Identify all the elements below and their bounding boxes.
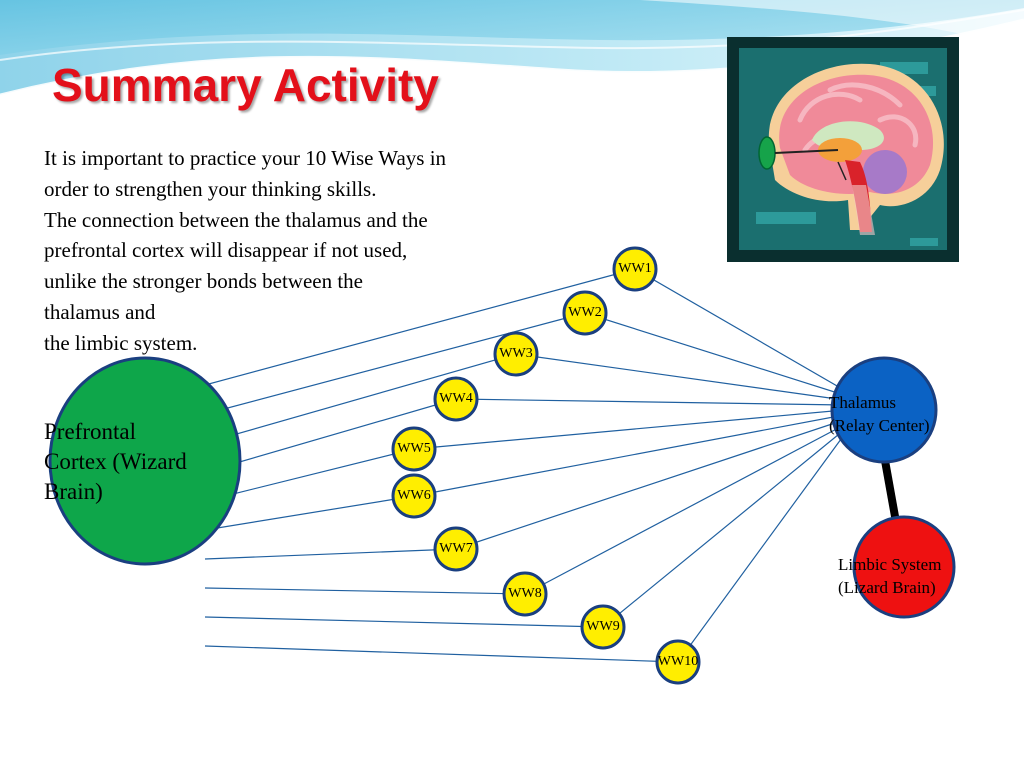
body-line: unlike the stronger bonds between the [44, 269, 363, 294]
connector-pfc-ww [204, 353, 517, 444]
wise-way-label: WW7 [439, 541, 473, 556]
wise-way-node [562, 290, 608, 336]
wise-way-node [655, 639, 701, 685]
prefrontal-cortex-node [48, 356, 242, 566]
wise-way-label: WW10 [657, 654, 699, 669]
connector-ww-thalamus [413, 409, 845, 450]
connector-pfc-ww [204, 587, 526, 595]
thalamus-node [830, 356, 938, 464]
connector-ww-thalamus [524, 424, 845, 595]
prefrontal-cortex-label: Prefrontal Cortex (Wizard Brain) [44, 417, 187, 507]
wise-way-node [433, 526, 479, 572]
connector-ww-thalamus [413, 414, 845, 497]
connector-pfc-ww [204, 616, 604, 628]
connector-pfc-ww [204, 548, 457, 560]
wise-way-label: WW9 [586, 619, 620, 634]
connector-pfc-ww [204, 312, 586, 415]
prefrontal-label-line: Prefrontal [44, 419, 136, 444]
wise-way-label: WW2 [568, 305, 602, 320]
connector-pfc-ww [204, 268, 636, 386]
limbic-label-line: (Lizard Brain) [838, 578, 936, 597]
body-line: the limbic system. [44, 330, 198, 355]
wise-way-node [502, 571, 548, 617]
wise-way-label: WW3 [499, 346, 533, 361]
wise-way-label: WW4 [439, 391, 473, 406]
body-line: thalamus and [44, 299, 156, 324]
wise-way-label: WW5 [397, 441, 431, 456]
connector-ww-thalamus [455, 419, 845, 550]
wise-way-node [493, 331, 539, 377]
connector-ww-thalamus [602, 429, 845, 628]
prefrontal-label-line: Cortex (Wizard [44, 449, 187, 474]
thalamus-label-line: Thalamus [829, 393, 897, 412]
connector-ww-thalamus [515, 353, 845, 401]
limbic-system-node [852, 515, 956, 619]
connector-pfc-ww [204, 448, 415, 502]
connector-ww-thalamus [584, 312, 845, 396]
limbic-label-line: Limbic System [838, 555, 942, 574]
connector-ww-thalamus [634, 268, 845, 391]
body-line: It is important to practice your 10 Wise… [44, 146, 447, 170]
connector-ww-thalamus [677, 434, 845, 663]
connector-pfc-ww [204, 398, 457, 473]
wise-way-node [391, 426, 437, 472]
body-line: order to strengthen your thinking skills… [44, 176, 377, 201]
thalamus-limbic-bond [880, 454, 900, 523]
brain-illustration-icon [727, 37, 959, 262]
thalamus-label: Thalamus (Relay Center) [829, 391, 930, 437]
body-line: The connection between the thalamus and … [44, 207, 428, 232]
body-line: prefrontal cortex will disappear if not … [44, 238, 408, 263]
connector-pfc-ww [204, 645, 679, 663]
prefrontal-label-line: Brain) [44, 479, 103, 504]
thalamus-label-line: (Relay Center) [829, 416, 930, 435]
connector-pfc-ww [204, 495, 415, 531]
diagram-nodes [48, 246, 956, 685]
slide-title: Summary Activity [52, 59, 439, 111]
wise-way-label: WW6 [397, 488, 431, 503]
slide-body-text: It is important to practice your 10 Wise… [44, 143, 584, 359]
wise-way-label: WW1 [618, 261, 652, 276]
wise-way-node [391, 473, 437, 519]
wise-way-node [433, 376, 479, 422]
connector-lines [204, 268, 900, 663]
wise-way-node [612, 246, 658, 292]
limbic-system-label: Limbic System (Lizard Brain) [838, 553, 941, 599]
connector-ww-thalamus [455, 398, 845, 406]
wise-way-label: WW8 [508, 586, 542, 601]
wise-way-node [580, 604, 626, 650]
